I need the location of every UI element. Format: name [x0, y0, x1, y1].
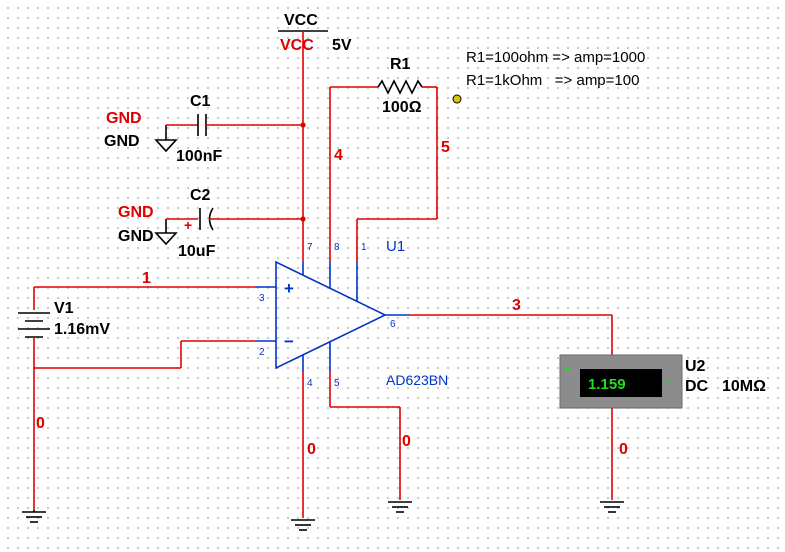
r1-zigzag	[377, 79, 423, 95]
r1-value: 100Ω	[382, 99, 422, 116]
noninverting-mark: +	[284, 279, 294, 298]
c2-value: 10uF	[178, 243, 216, 260]
c1-value: 100nF	[176, 148, 222, 165]
v1-ref: V1	[54, 300, 74, 317]
vcc-supply[interactable]: VCC VCC 5V	[278, 12, 352, 54]
pin-number-1: 1	[361, 242, 367, 253]
c1-ref: C1	[190, 93, 211, 110]
net-label-0-mid: 0	[307, 441, 316, 458]
c2-net-label: GND	[118, 204, 154, 221]
c1-gnd-label: GND	[104, 133, 140, 150]
pin-number-8: 8	[334, 242, 340, 253]
u2-ref: U2	[685, 358, 706, 375]
vcc-net-label: VCC	[280, 37, 314, 54]
opamp-triangle	[275, 260, 387, 370]
r1-ref: R1	[390, 56, 411, 73]
ground-meter	[600, 501, 624, 513]
v1-value: 1.16mV	[54, 321, 110, 338]
pin-number-4: 4	[307, 378, 313, 389]
net-label-1: 1	[142, 270, 151, 287]
net-label-3: 3	[512, 297, 521, 314]
c2-gnd-label: GND	[118, 228, 154, 245]
resistor-r1[interactable]: R1 100Ω	[329, 56, 438, 262]
ground-left	[22, 510, 46, 523]
inverting-mark: −	[284, 332, 294, 351]
net-label-0-left: 0	[36, 415, 45, 432]
meter-display	[580, 369, 662, 397]
pin-number-3: 3	[259, 293, 265, 304]
pin-number-6: 6	[390, 319, 396, 330]
probe-icon[interactable]	[452, 94, 462, 104]
meter-reading: 1.159	[588, 376, 626, 393]
u1-part-number: AD623BN	[386, 372, 448, 388]
net-label-0-meter: 0	[619, 441, 628, 458]
pin-number-5: 5	[334, 378, 340, 389]
capacitor-c2[interactable]: GND GND + C2 10uF	[118, 187, 303, 260]
pin-number-2: 2	[259, 347, 265, 358]
ground-icon	[154, 232, 178, 246]
c2-ref: C2	[190, 187, 211, 204]
meter-minus-mark: -	[667, 377, 670, 388]
capacitor-c1[interactable]: GND GND C1 100nF	[104, 93, 303, 165]
u1-ref: U1	[386, 238, 405, 255]
meter-impedance: 10MΩ	[722, 378, 766, 395]
net-label-4: 4	[334, 147, 343, 164]
voltage-source-v1[interactable]: V1 1.16mV	[18, 286, 255, 510]
opamp-u1[interactable]: + − 7 8 1 3 2 6 4 5 U1 AD623BN	[255, 238, 448, 389]
vcc-voltage-label: 5V	[332, 37, 352, 54]
net-label-5: 5	[441, 139, 450, 156]
pin-number-7: 7	[307, 242, 313, 253]
c1-net-label: GND	[106, 110, 142, 127]
meter-mode: DC	[685, 378, 709, 395]
ground-icon	[154, 139, 178, 153]
c2-polarity: +	[184, 217, 192, 233]
note-line-2: R1=1kOhm => amp=100	[466, 72, 639, 89]
ground-pin5	[388, 501, 412, 513]
voltmeter-u2[interactable]: 1.159 + - U2 DC 10MΩ	[559, 354, 766, 409]
vcc-label: VCC	[284, 12, 318, 29]
note-line-1: R1=100ohm => amp=1000	[466, 49, 645, 66]
ground-mid	[291, 519, 315, 531]
meter-plus-mark: +	[565, 364, 571, 375]
net-label-0-pin5: 0	[402, 433, 411, 450]
